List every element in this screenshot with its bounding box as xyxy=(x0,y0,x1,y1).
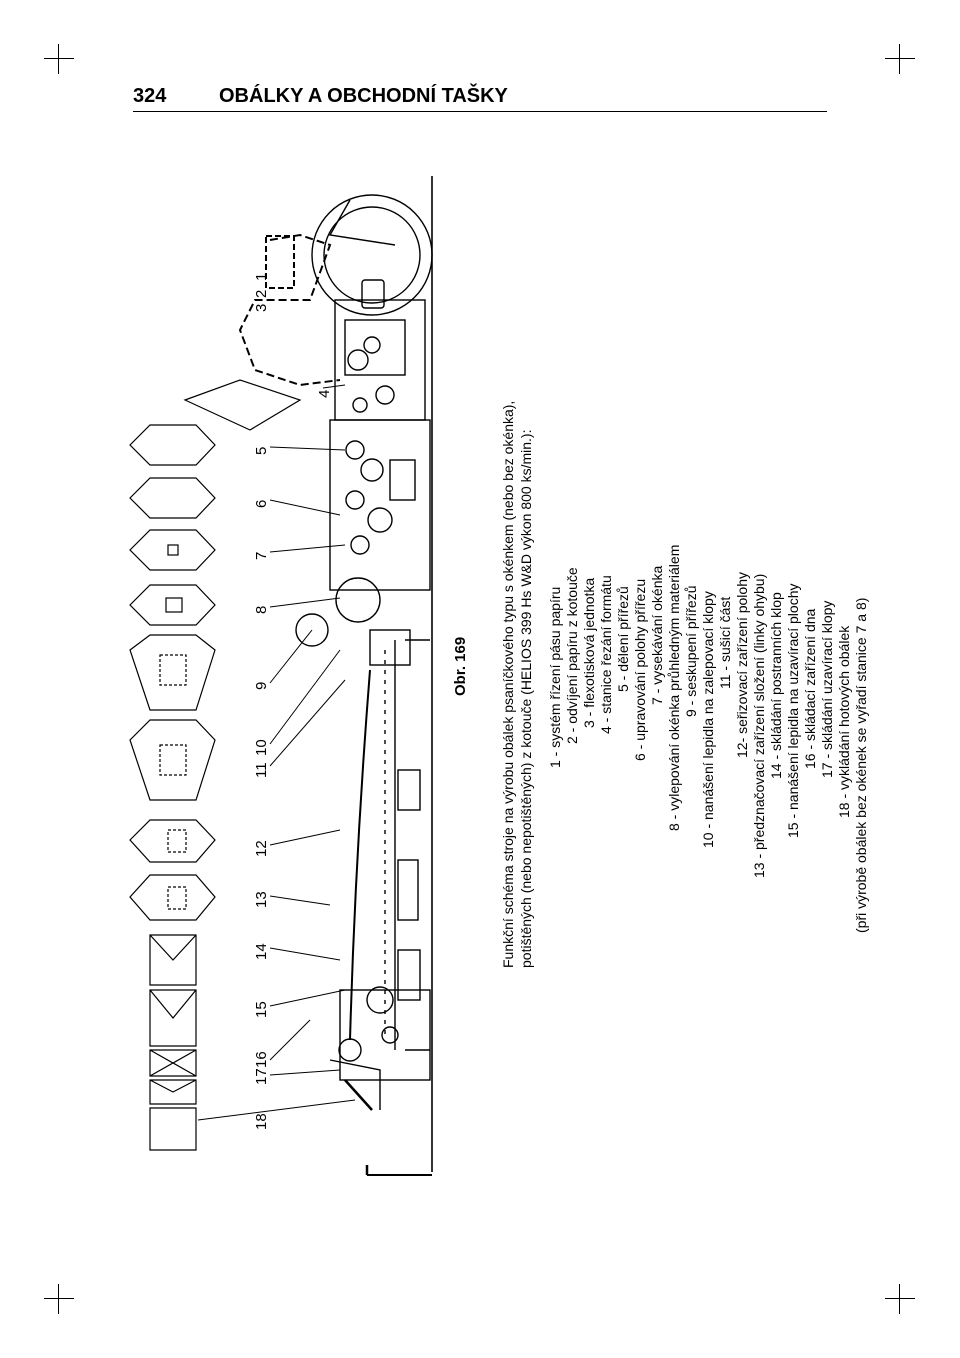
station-number: 2 xyxy=(253,289,270,298)
legend-item: 1 - systém řízení pásu papíru xyxy=(547,586,563,768)
station-number: 4 xyxy=(316,389,333,398)
figure-label: Obr. 169 xyxy=(452,636,469,696)
legend-item: 14 - skládání postranních klop xyxy=(768,592,784,779)
legend-item: 7 - vysekávání okénka xyxy=(649,565,665,705)
legend-item: 17 - skládání uzavírací klopy xyxy=(819,600,835,778)
legend-item: 6 - upravování polohy přířezu xyxy=(632,578,648,761)
station-number: 1 xyxy=(253,272,270,281)
station-number: 5 xyxy=(253,446,270,455)
legend-item: 11 - sušicí část xyxy=(717,596,733,689)
legend-item: 4 - stanice řezání formátu xyxy=(598,575,614,734)
legend-item: (při výrobě obálek bez okének se vyřadí … xyxy=(853,597,869,933)
station-number: 18 xyxy=(253,1113,270,1130)
legend-item: 18 - vykládání hotových obálek xyxy=(836,625,852,818)
station-number: 14 xyxy=(253,943,270,960)
header-rule xyxy=(133,111,827,112)
station-number: 12 xyxy=(253,840,270,857)
station-number: 10 xyxy=(253,739,270,756)
station-number: 15 xyxy=(253,1001,270,1018)
page-title: OBÁLKY A OBCHODNÍ TAŠKY xyxy=(219,85,508,107)
page-header: 324 OBÁLKY A OBCHODNÍ TAŠKY xyxy=(133,85,827,115)
legend-item: 15 - nanášení lepidla na uzavírací ploch… xyxy=(785,583,801,839)
station-number: 11 xyxy=(253,762,270,778)
legend-item: 3 - flexotisková jednotka xyxy=(581,577,597,728)
legend-item: 5 - dělení přířezů xyxy=(615,586,631,692)
figure-caption-line: Funkční schéma stroje na výrobu obálek p… xyxy=(500,400,516,968)
figure-caption-line: potištěných (nebo nepotištěných) z kotou… xyxy=(518,429,534,968)
station-number: 7 xyxy=(253,551,270,560)
legend-item: 8 - vylepování okénka průhledným materiá… xyxy=(666,544,682,831)
legend-item: 9 - seskupení přířezů xyxy=(683,585,699,717)
station-number: 13 xyxy=(253,891,270,908)
legend-item: 16 - skládací zařízení dna xyxy=(802,608,818,769)
page-number: 324 xyxy=(133,85,167,107)
station-number: 16 xyxy=(253,1051,270,1068)
station-number: 3 xyxy=(253,303,270,312)
legend-item: 2 - odvíjení papíru z kotouče xyxy=(564,567,580,744)
legend-item: 13 - předznačovací zařízení složení (lin… xyxy=(751,573,767,878)
station-number: 8 xyxy=(253,605,270,614)
legend-item: 10 - nanášení lepidla na zalepovací klop… xyxy=(700,591,716,848)
station-number: 9 xyxy=(253,681,270,690)
legend-item: 12- seřizovací zařízení polohy xyxy=(734,572,750,758)
station-number: 17 xyxy=(253,1068,270,1085)
station-number: 6 xyxy=(253,499,270,508)
